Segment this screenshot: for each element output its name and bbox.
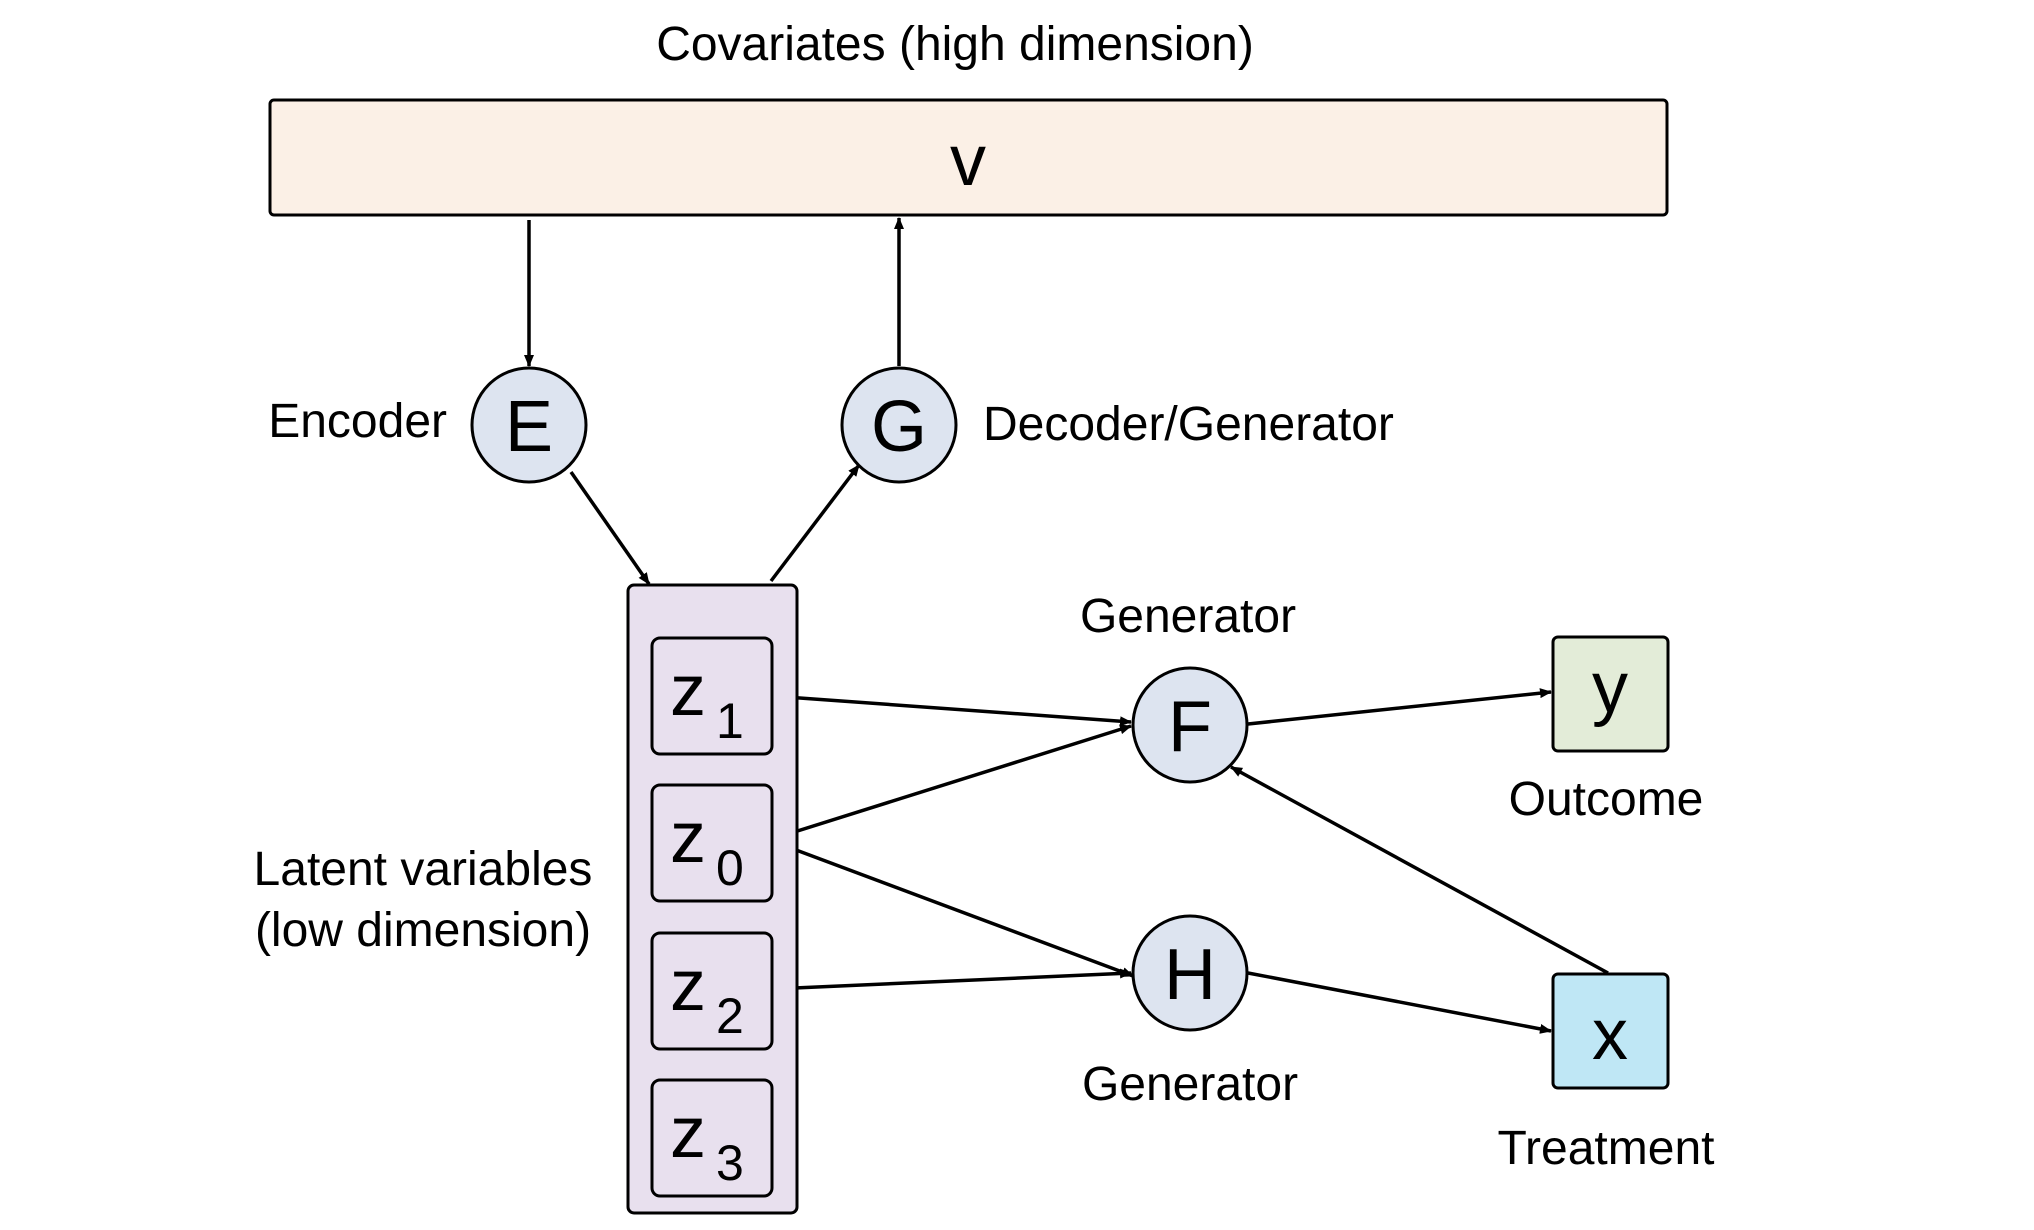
generator-f-symbol: F xyxy=(1168,687,1212,767)
edge-z0-to-f xyxy=(771,724,1132,841)
decoder-label: Decoder/Generator xyxy=(983,398,1394,451)
latent-z0-box xyxy=(650,783,774,903)
edge-z0-to-h xyxy=(771,839,1134,978)
latent-z3-box xyxy=(650,1078,774,1198)
latent-label-line2: (low dimension) xyxy=(255,904,591,957)
latent-label-line1: Latent variables xyxy=(254,843,593,896)
decoder-symbol: G xyxy=(871,387,927,467)
generator-h-label: Generator xyxy=(1082,1058,1298,1111)
encoder-label: Encoder xyxy=(268,395,447,448)
edge-x-to-f xyxy=(1230,765,1609,975)
latent-z1: z 1 xyxy=(650,636,774,756)
covariates-box xyxy=(268,98,1669,217)
edge-z1-to-f xyxy=(771,694,1132,727)
edge-f-to-y xyxy=(1247,688,1552,726)
latent-z0: z 0 xyxy=(650,783,774,903)
edge-h-to-x xyxy=(1247,971,1552,1034)
generator-f-node xyxy=(1131,666,1249,784)
latent-z1-box xyxy=(650,636,774,756)
decoder-node xyxy=(840,366,958,484)
treatment-label: Treatment xyxy=(1498,1122,1715,1175)
outcome-box xyxy=(1551,635,1670,753)
latent-z0-sub: 0 xyxy=(716,840,744,896)
latent-z3-base: z xyxy=(670,1093,706,1173)
covariates-symbol: v xyxy=(950,121,986,201)
latent-z0-base: z xyxy=(670,798,706,878)
covariates-title: Covariates (high dimension) xyxy=(656,18,1254,71)
latent-z1-sub: 1 xyxy=(716,693,744,749)
encoder-symbol: E xyxy=(505,387,553,467)
latent-z1-base: z xyxy=(670,651,706,731)
outcome-label: Outcome xyxy=(1509,773,1704,826)
generator-h-symbol: H xyxy=(1164,935,1216,1015)
edge-z2-to-h xyxy=(771,968,1132,991)
edge-encoder-to-latent xyxy=(569,470,651,586)
treatment-box xyxy=(1551,972,1670,1090)
generator-f-label: Generator xyxy=(1080,590,1296,643)
encoder-node xyxy=(470,366,588,484)
latent-z3: z 3 xyxy=(650,1078,774,1198)
generator-h-node xyxy=(1131,914,1249,1032)
latent-z2: z 2 xyxy=(650,931,774,1051)
edges xyxy=(524,217,1609,1034)
latent-z2-sub: 2 xyxy=(716,988,744,1044)
treatment-symbol: x xyxy=(1592,995,1628,1075)
latent-z3-sub: 3 xyxy=(716,1135,744,1191)
latent-z2-box xyxy=(650,931,774,1051)
outcome-symbol: y xyxy=(1592,648,1628,728)
latent-z2-base: z xyxy=(670,946,706,1026)
edge-latent-to-decoder xyxy=(769,463,861,583)
